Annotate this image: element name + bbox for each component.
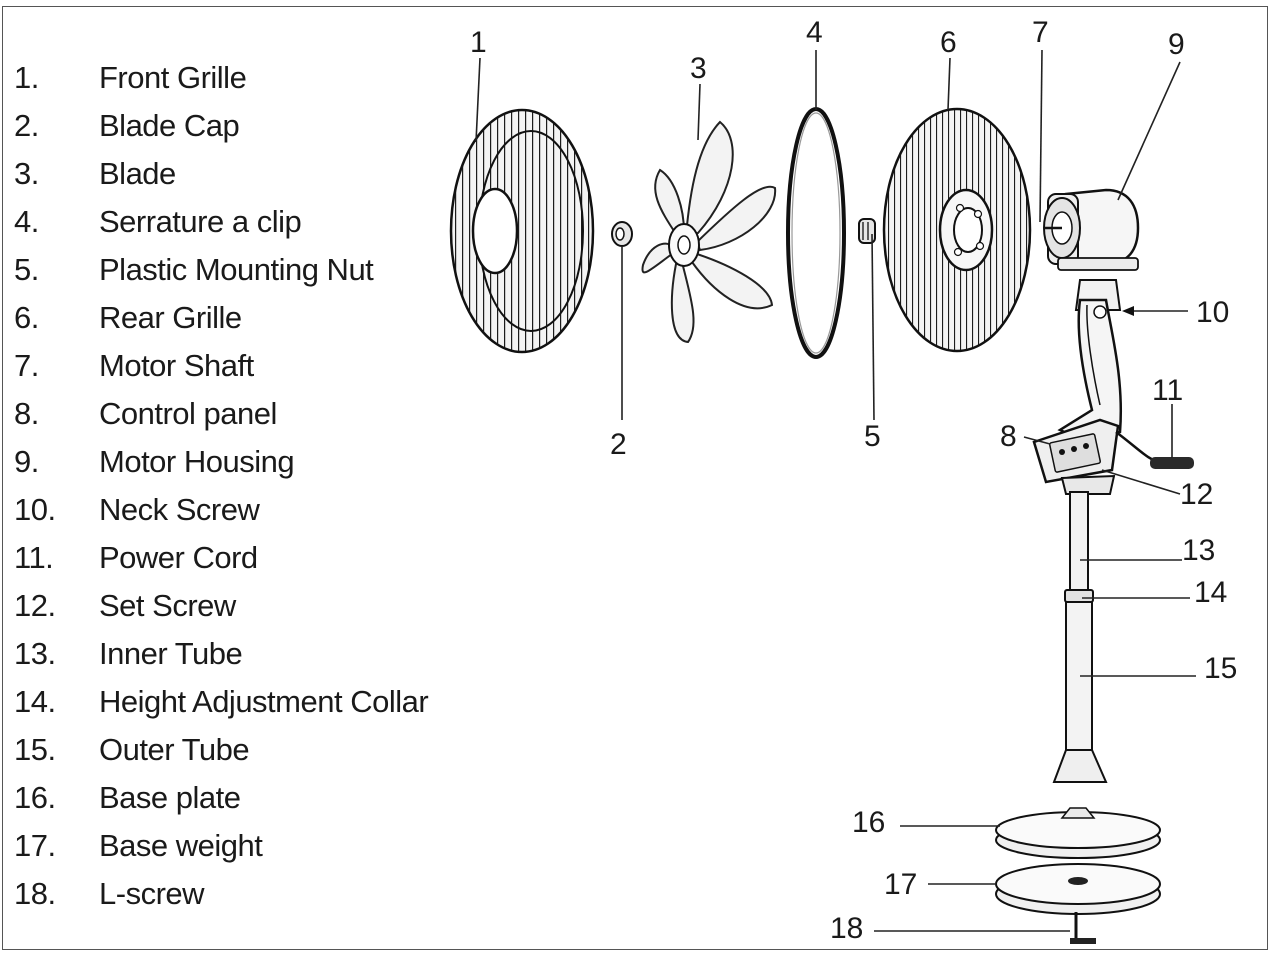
legend-label: Set Screw [99,588,236,623]
callout-13: 13 [1182,534,1215,567]
legend-item: 1. Front Grille [14,60,428,108]
legend-label: L-screw [99,876,205,911]
motor-housing-part [1043,188,1140,271]
callout-11: 11 [1152,374,1183,407]
callout-9: 9 [1168,28,1185,61]
legend-number: 1. [14,60,39,95]
legend-label: Motor Shaft [99,348,254,383]
parts-legend: 1. Front Grille 2. Blade Cap 3. Blade 4. Ser… [14,60,429,924]
callout-2: 2 [610,428,627,461]
callout-3: 3 [690,52,707,85]
legend-label: Neck Screw [99,492,260,527]
legend-label: Control panel [99,396,277,431]
blade-cap-part [611,221,633,247]
legend-number: 13. [14,636,56,671]
stand-tubes-part [1052,474,1116,783]
legend-label: Rear Grille [99,300,242,335]
legend-label: Blade [99,156,176,191]
blade-part [641,120,777,344]
legend-item: 18. L-screw [14,876,428,924]
legend-number: 12. [14,588,56,623]
legend-item: 7. Motor Shaft [14,348,428,396]
callout-16: 16 [852,806,885,839]
callout-15: 15 [1204,652,1237,685]
legend-number: 3. [14,156,39,191]
front-grille-part [449,108,595,354]
callout-8: 8 [1000,420,1017,453]
legend-label: Front Grille [99,60,247,95]
legend-item: 8. Control panel [14,396,428,444]
callout-5: 5 [864,420,881,453]
legend-label: Height Adjustment Collar [99,684,429,719]
legend-label: Outer Tube [99,732,250,767]
l-screw-part [1070,912,1096,944]
legend-label: Base plate [99,780,241,815]
legend-number: 6. [14,300,39,335]
legend-item: 9. Motor Housing [14,444,428,492]
legend-number: 7. [14,348,39,383]
legend-item: 4. Serrature a clip [14,204,428,252]
legend-label: Inner Tube [99,636,243,671]
legend-number: 8. [14,396,39,431]
callout-10: 10 [1196,296,1229,329]
plastic-mounting-nut-part [858,218,876,244]
control-panel-part [1032,418,1120,484]
callout-7: 7 [1032,16,1049,49]
legend-label: Serrature a clip [99,204,302,239]
serrature-clip-part [786,107,846,359]
legend-item: 12. Set Screw [14,588,428,636]
legend-label: Motor Housing [99,444,295,479]
callout-12: 12 [1180,478,1213,511]
legend-number: 10. [14,492,56,527]
legend-item: 17. Base weight [14,828,428,876]
legend-label: Base weight [99,828,263,863]
legend-number: 16. [14,780,56,815]
callout-4: 4 [806,16,823,49]
legend-item: 5. Plastic Mounting Nut [14,252,428,300]
callout-1: 1 [470,26,487,59]
callout-17: 17 [884,868,917,901]
power-cord-part [1115,431,1194,469]
legend-item: 2. Blade Cap [14,108,428,156]
legend-label: Blade Cap [99,108,240,143]
callout-leaders [475,49,1196,932]
legend-item: 16. Base plate [14,780,428,828]
legend-number: 11. [14,540,54,575]
legend-item: 11. Power Cord [14,540,428,588]
base-plate-part [995,807,1161,859]
legend-label: Plastic Mounting Nut [99,252,374,287]
legend-number: 4. [14,204,39,239]
callout-18: 18 [830,912,863,945]
base-weight-part [995,863,1161,915]
legend-label: Power Cord [99,540,258,575]
legend-number: 18. [14,876,56,911]
legend-item: 6. Rear Grille [14,300,428,348]
callout-14: 14 [1194,576,1227,609]
legend-item: 10. Neck Screw [14,492,428,540]
rear-grille-part [882,107,1032,353]
legend-number: 2. [14,108,39,143]
legend-number: 9. [14,444,39,479]
legend-item: 3. Blade [14,156,428,204]
callout-6: 6 [940,26,957,59]
legend-number: 15. [14,732,56,767]
legend-number: 5. [14,252,39,287]
legend-number: 17. [14,828,56,863]
legend-item: 15. Outer Tube [14,732,428,780]
legend-item: 14. Height Adjustment Collar [14,684,429,732]
legend-item: 13. Inner Tube [14,636,428,684]
stand-neck-part [1057,279,1123,442]
legend-number: 14. [14,684,56,719]
callout-numbers: 1 2 3 4 5 6 7 8 9 10 11 12 13 14 15 16 1… [470,16,1237,945]
